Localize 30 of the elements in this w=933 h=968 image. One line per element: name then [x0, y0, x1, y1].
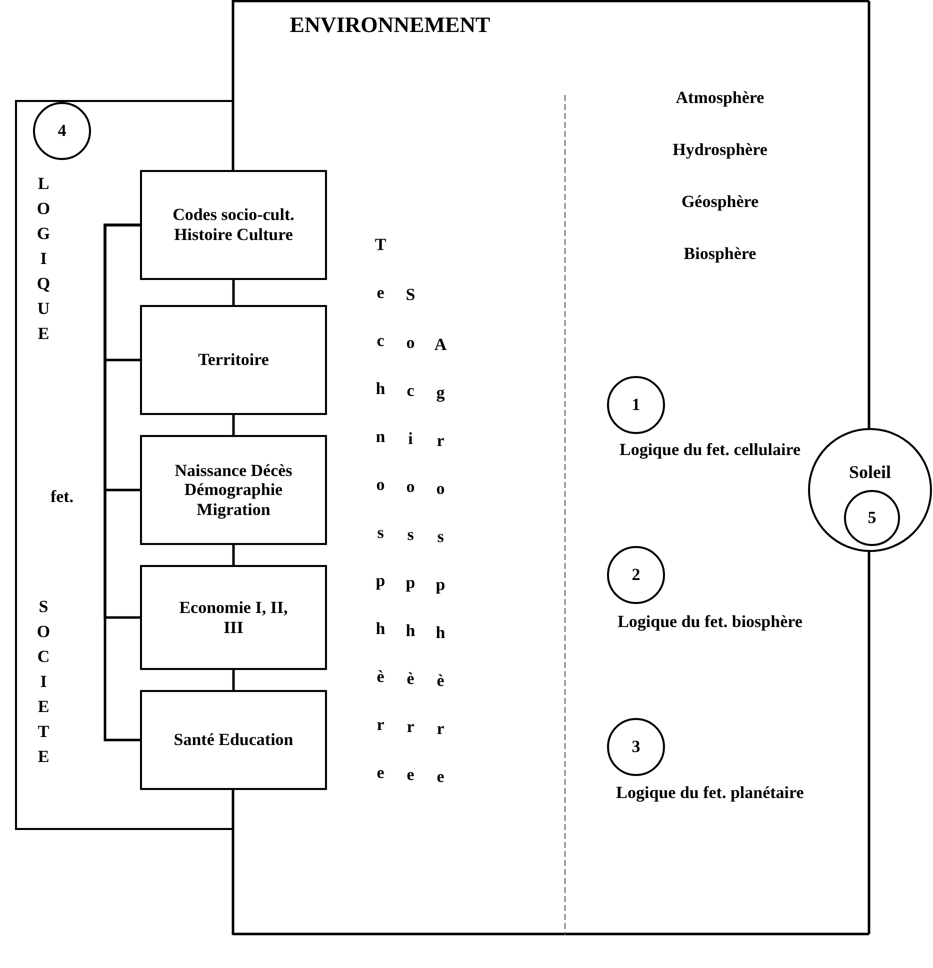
band-label: fet.	[49, 487, 75, 507]
circle-caption: Logique du fet. cellulaire	[618, 440, 802, 460]
connector-line	[232, 545, 235, 565]
process-box: Economie I, II, III	[140, 565, 327, 670]
number-circle: 1	[607, 376, 665, 434]
sphere-label: Biosphère	[682, 244, 758, 264]
connector-line	[232, 670, 235, 690]
sphere-label: Hydrosphère	[672, 140, 768, 160]
vertical-label: Sociosphère	[400, 285, 420, 813]
connector-line	[232, 415, 235, 435]
circle-caption: Logique du fet. planétaire	[615, 783, 805, 804]
vertical-heading: SOCIETE	[33, 597, 53, 772]
frame-heading: ENVIRONNEMENT	[288, 12, 492, 38]
circle-caption: Logique du fet. biosphère	[616, 612, 804, 632]
vertical-label: Technosphère	[370, 235, 390, 811]
sphere-label: Géosphère	[680, 192, 760, 212]
vertical-heading: LOGIQUE	[33, 174, 53, 349]
number-circle: 4	[33, 102, 91, 160]
process-box: Santé Education	[140, 690, 327, 790]
vertical-label: Agrosphère	[430, 335, 450, 815]
number-circle: 5	[844, 490, 900, 546]
bracket-line	[104, 224, 140, 742]
sphere-label: Atmosphère	[674, 88, 766, 108]
connector-line	[232, 280, 235, 305]
process-box: Territoire	[140, 305, 327, 415]
process-box: Naissance Décès Démographie Migration	[140, 435, 327, 545]
sun-label: Soleil	[848, 462, 892, 483]
number-circle: 2	[607, 546, 665, 604]
number-circle: 3	[607, 718, 665, 776]
process-box: Codes socio-cult. Histoire Culture	[140, 170, 327, 280]
